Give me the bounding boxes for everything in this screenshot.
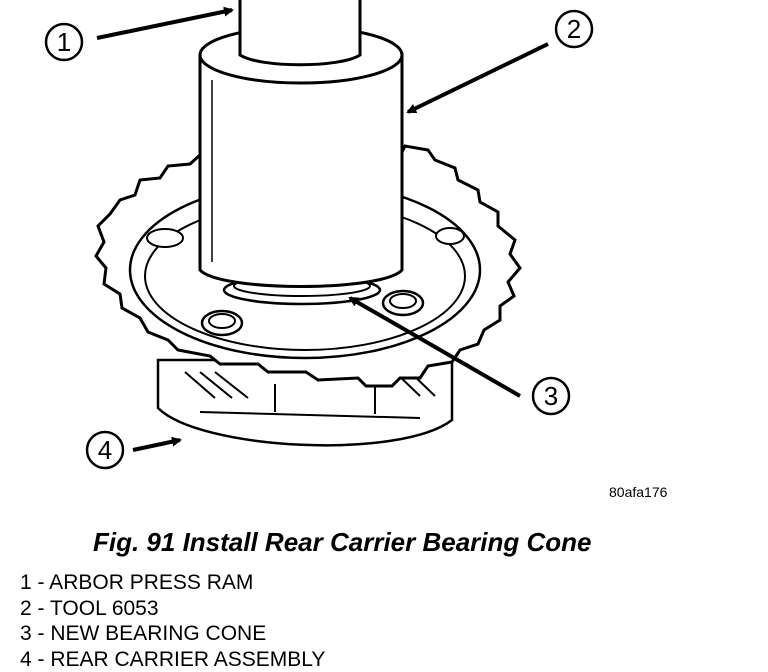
figure-code: 80afa176 [609, 484, 668, 500]
callout-leaders [96, 6, 549, 452]
svg-text:1: 1 [57, 27, 71, 57]
leader-1 [96, 6, 234, 40]
legend-item: 2 - TOOL 6053 [20, 596, 159, 620]
leader-3 [348, 296, 521, 398]
svg-text:4: 4 [98, 435, 112, 465]
parts-legend: 1 - ARBOR PRESS RAM 2 - TOOL 6053 3 - NE… [20, 570, 325, 672]
arbor-press-ram [238, 0, 362, 67]
callout-3: 3 [531, 376, 571, 416]
bearing-installation-diagram: 1 2 3 4 [44, 0, 594, 470]
svg-text:3: 3 [544, 381, 558, 411]
legend-item: 4 - REAR CARRIER ASSEMBLY [20, 647, 326, 671]
callout-1: 1 [44, 22, 84, 62]
leader-2 [406, 42, 549, 114]
legend-item: 3 - NEW BEARING CONE [20, 622, 267, 645]
leader-4 [132, 436, 182, 452]
svg-text:2: 2 [567, 14, 581, 44]
legend-item: 1 - ARBOR PRESS RAM [20, 571, 254, 594]
callout-4: 4 [85, 430, 125, 470]
figure-caption: Fig. 91 Install Rear Carrier Bearing Con… [93, 527, 592, 557]
callout-2: 2 [554, 9, 594, 49]
